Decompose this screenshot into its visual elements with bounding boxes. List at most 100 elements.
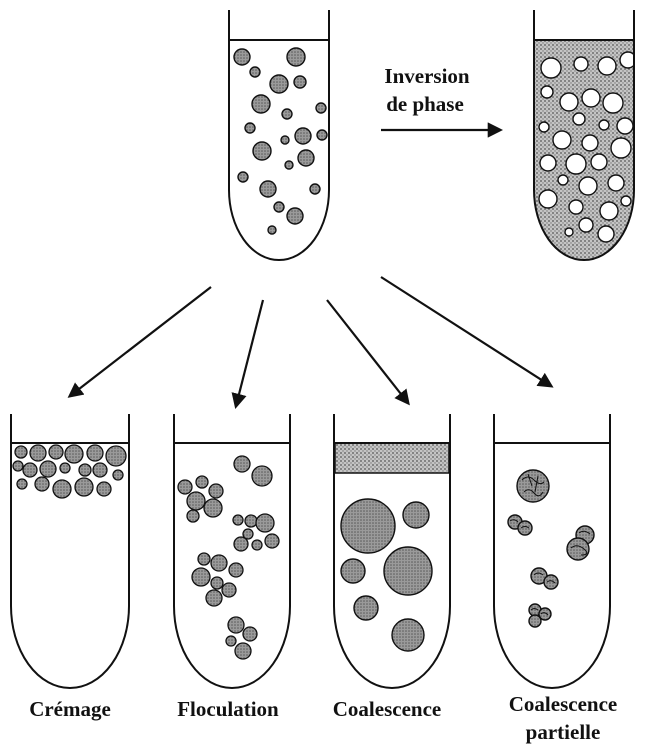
droplet: [23, 463, 37, 477]
droplet: [15, 446, 27, 458]
flocculated-droplets: [178, 456, 279, 659]
tube-initial: [229, 10, 329, 260]
droplet: [113, 470, 123, 480]
tube-coalescence: [334, 414, 450, 688]
droplet: [603, 93, 623, 113]
droplet: [192, 568, 210, 586]
droplets: [234, 48, 327, 234]
droplet: [529, 615, 541, 627]
droplet: [285, 161, 293, 169]
tube-outline: [174, 414, 290, 688]
label-coalescence: Coalescence: [333, 697, 441, 721]
droplet: [204, 499, 222, 517]
droplet: [274, 202, 284, 212]
droplet: [317, 130, 327, 140]
droplet: [228, 617, 244, 633]
droplet: [187, 510, 199, 522]
droplet: [574, 57, 588, 71]
droplet: [384, 547, 432, 595]
droplet: [245, 515, 257, 527]
cluster: [517, 470, 549, 502]
downward-arrows: [70, 277, 551, 406]
tube-floculation: [174, 414, 290, 688]
droplet: [75, 478, 93, 496]
droplet: [294, 76, 306, 88]
droplet: [600, 202, 618, 220]
droplet: [617, 118, 633, 134]
droplet: [40, 461, 56, 477]
droplet: [298, 150, 314, 166]
droplet: [79, 464, 91, 476]
droplet: [238, 172, 248, 182]
creamed-droplets: [13, 445, 126, 498]
droplet: [621, 196, 631, 206]
droplet: [565, 228, 573, 236]
droplet: [97, 482, 111, 496]
droplet: [93, 463, 107, 477]
droplet: [539, 190, 557, 208]
droplet: [234, 49, 250, 65]
arrow-to-coalescence: [327, 300, 408, 403]
droplet: [198, 553, 210, 565]
droplet: [598, 57, 616, 75]
droplet: [206, 590, 222, 606]
droplet: [30, 445, 46, 461]
droplet: [517, 470, 549, 502]
droplet: [567, 538, 589, 560]
droplet: [252, 540, 262, 550]
droplet: [341, 499, 395, 553]
arrow-to-floculation: [236, 300, 263, 406]
droplet: [49, 445, 63, 459]
droplet: [560, 93, 578, 111]
droplet: [234, 456, 250, 472]
droplet: [310, 184, 320, 194]
droplet: [235, 643, 251, 659]
droplet: [579, 218, 593, 232]
droplet: [260, 181, 276, 197]
droplet: [569, 200, 583, 214]
droplet: [211, 577, 223, 589]
droplet: [229, 563, 243, 577]
droplet: [211, 555, 227, 571]
inversion-label-line1: Inversion: [384, 64, 470, 88]
cluster: [531, 568, 558, 589]
droplet: [392, 619, 424, 651]
droplet: [268, 226, 276, 234]
droplet: [253, 142, 271, 160]
droplet: [579, 177, 597, 195]
droplet: [87, 445, 103, 461]
droplet: [65, 445, 83, 463]
droplet: [518, 521, 532, 535]
droplet: [233, 515, 243, 525]
droplet: [209, 484, 223, 498]
droplet: [60, 463, 70, 473]
cluster: [529, 604, 551, 627]
droplet: [591, 154, 607, 170]
droplet: [256, 514, 274, 532]
droplet: [250, 67, 260, 77]
droplet: [252, 95, 270, 113]
tube-inverted: [534, 10, 636, 260]
droplet: [35, 477, 49, 491]
droplet: [287, 48, 305, 66]
droplet: [245, 123, 255, 133]
droplet: [539, 122, 549, 132]
droplet: [541, 58, 561, 78]
droplet: [573, 113, 585, 125]
droplet: [270, 75, 288, 93]
droplet: [178, 480, 192, 494]
droplet: [541, 86, 553, 98]
droplet: [282, 109, 292, 119]
cluster: [508, 515, 532, 535]
tube-outline: [229, 10, 329, 260]
droplet: [226, 636, 236, 646]
droplet: [558, 175, 568, 185]
droplet: [598, 226, 614, 242]
droplet: [234, 537, 248, 551]
droplet: [265, 534, 279, 548]
droplet: [287, 208, 303, 224]
droplet: [53, 480, 71, 498]
droplet: [354, 596, 378, 620]
tube-outline: [494, 414, 610, 688]
